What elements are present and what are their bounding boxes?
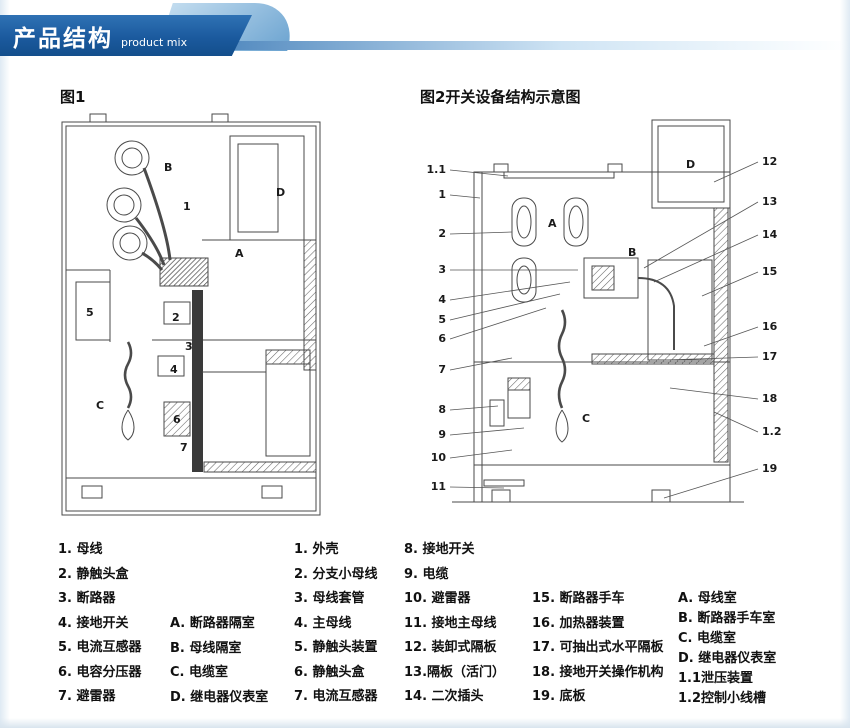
- legend-item: 2. 分支小母线: [294, 566, 378, 582]
- callout-label: 4: [438, 293, 446, 306]
- figure1-caption: 图1: [60, 88, 86, 106]
- fig2-leader-lines: [449, 161, 759, 499]
- figure1-drawing: B 1 D A 5 2 3 4 C 6 7: [61, 113, 321, 516]
- callout-label: 16: [762, 320, 778, 333]
- callout-label: 17: [762, 350, 777, 363]
- fig2-left-callouts: 1.1 1 2 3 4 5 6 7 8 9 10 11: [427, 163, 447, 493]
- fig2-compartment-labels: A B C D: [548, 158, 695, 425]
- title-banner: 产品结构 product mix: [0, 15, 252, 56]
- legend-item: 1.2控制小线槽: [678, 691, 767, 706]
- fig2-cabinet-linework: [452, 119, 744, 503]
- legend-item: 4. 接地开关: [58, 615, 129, 631]
- legend-item: 15. 断路器手车: [532, 591, 625, 606]
- legend-item: 7. 电流互感器: [294, 689, 378, 704]
- page-subtitle: product mix: [121, 36, 188, 49]
- legend-item: 1.1泄压装置: [678, 671, 754, 686]
- callout-label: 11: [431, 480, 446, 493]
- banner-stripe-decoration: [210, 41, 850, 50]
- legend-item: 17. 可抽出式水平隔板: [532, 640, 664, 655]
- legend-item: B. 断路器手车室: [678, 611, 776, 626]
- legend-item: 7. 避雷器: [58, 689, 116, 704]
- legend-item: 8. 接地开关: [404, 542, 475, 557]
- legend-column-fig2-8to14: 8. 接地开关 9. 电缆 10. 避雷器 11. 接地主母线 12. 装卸式隔…: [404, 538, 505, 710]
- figure2-caption: 图2开关设备结构示意图: [420, 88, 581, 106]
- diagram-label: B: [164, 161, 172, 174]
- diagram-label: 6: [173, 413, 181, 426]
- legend-column-fig1-letters: A. 断路器隔室 B. 母线隔室 C. 电缆室 D. 继电器仪表室: [170, 612, 268, 710]
- legend-item: D. 继电器仪表室: [678, 651, 777, 666]
- legend-item: 18. 接地开关操作机构: [532, 664, 664, 680]
- page-edge-bottom: [0, 718, 850, 728]
- figure2: 图2开关设备结构示意图: [412, 86, 787, 530]
- callout-label: 15: [762, 265, 777, 278]
- diagram-label: D: [686, 158, 695, 171]
- legend-item: 12. 装卸式隔板: [404, 640, 497, 655]
- callout-label: 12: [762, 155, 777, 168]
- callout-label: 9: [438, 428, 446, 441]
- legend-item: 3. 断路器: [58, 591, 116, 606]
- legend-item: B. 母线隔室: [170, 640, 242, 656]
- diagram-label: 1: [183, 200, 191, 213]
- diagram-label: 2: [172, 311, 180, 324]
- page-title: 产品结构: [13, 25, 113, 52]
- callout-label: 18: [762, 392, 777, 405]
- callout-label: 13: [762, 195, 777, 208]
- legend-item: 1. 外壳: [294, 542, 339, 557]
- legend-item: 4. 主母线: [294, 615, 352, 631]
- diagram-label: 3: [185, 340, 193, 353]
- callout-label: 8: [438, 403, 446, 416]
- diagram-label: C: [96, 399, 104, 412]
- legend-item: 11. 接地主母线: [404, 615, 497, 631]
- callout-label: 1.1: [427, 163, 447, 176]
- diagram-label: 4: [170, 363, 178, 376]
- fig2-right-callouts: 12 13 14 15 16 17 18 1.2 19: [762, 155, 782, 475]
- figure1: 图1: [52, 86, 337, 530]
- legend-item: 9. 电缆: [404, 566, 449, 582]
- diagram-label: A: [235, 247, 244, 260]
- legend-item: 5. 静触头装置: [294, 640, 378, 655]
- legend-item: 6. 静触头盒: [294, 664, 365, 680]
- diagram-label: B: [628, 246, 636, 259]
- legend-item: 5. 电流互感器: [58, 640, 142, 655]
- diagram-label: 7: [180, 441, 188, 454]
- legend-item: 6. 电容分压器: [58, 664, 142, 680]
- legend-item: C. 电缆室: [170, 665, 229, 680]
- legend-item: D. 继电器仪表室: [170, 689, 269, 705]
- page-edge-right: [840, 0, 850, 728]
- fig1-part-labels: B 1 D A 5 2 3 4 C 6 7: [86, 161, 285, 454]
- legend-column-fig2-letters: A. 母线室 B. 断路器手车室 C. 电缆室 D. 继电器仪表室 1.1泄压装…: [678, 589, 776, 709]
- fig1-cabinet-linework: [61, 113, 321, 516]
- legend-item: 13.隔板（活门）: [404, 664, 506, 680]
- callout-label: 5: [438, 313, 446, 326]
- legend-column-fig1-numbers: 1. 母线 2. 静触头盒 3. 断路器 4. 接地开关 5. 电流互感器 6.…: [58, 538, 142, 710]
- legend-item: A. 母线室: [678, 591, 737, 606]
- figure2-drawing: 1.1 1 2 3 4 5 6 7 8 9 10 11 12 13 14 15 …: [427, 119, 782, 503]
- callout-label: 6: [438, 332, 446, 345]
- legend-item: C. 电缆室: [678, 631, 737, 646]
- legend-item: 2. 静触头盒: [58, 566, 129, 582]
- legend-column-fig2-15to19: 15. 断路器手车 16. 加热器装置 17. 可抽出式水平隔板 18. 接地开…: [532, 587, 664, 710]
- callout-label: 3: [438, 263, 446, 276]
- legend-item: 3. 母线套管: [294, 591, 365, 606]
- callout-label: 14: [762, 228, 778, 241]
- diagram-label: D: [276, 186, 285, 199]
- legend-item: 19. 底板: [532, 689, 586, 704]
- legend-item: 14. 二次插头: [404, 689, 484, 704]
- legend-item: 1. 母线: [58, 542, 103, 557]
- legend-item: A. 断路器隔室: [170, 616, 255, 631]
- callout-label: 2: [438, 227, 446, 240]
- page-edge-left: [0, 0, 10, 728]
- callout-label: 19: [762, 462, 777, 475]
- diagram-label: C: [582, 412, 590, 425]
- legend-column-fig2-1to7: 1. 外壳 2. 分支小母线 3. 母线套管 4. 主母线 5. 静触头装置 6…: [294, 538, 378, 710]
- callout-label: 10: [431, 451, 447, 464]
- callout-label: 1.2: [762, 425, 782, 438]
- legend-item: 16. 加热器装置: [532, 615, 625, 631]
- diagram-label: A: [548, 217, 557, 230]
- callout-label: 1: [438, 188, 446, 201]
- legend-item: 10. 避雷器: [404, 591, 471, 606]
- callout-label: 7: [438, 363, 446, 376]
- diagram-label: 5: [86, 306, 94, 319]
